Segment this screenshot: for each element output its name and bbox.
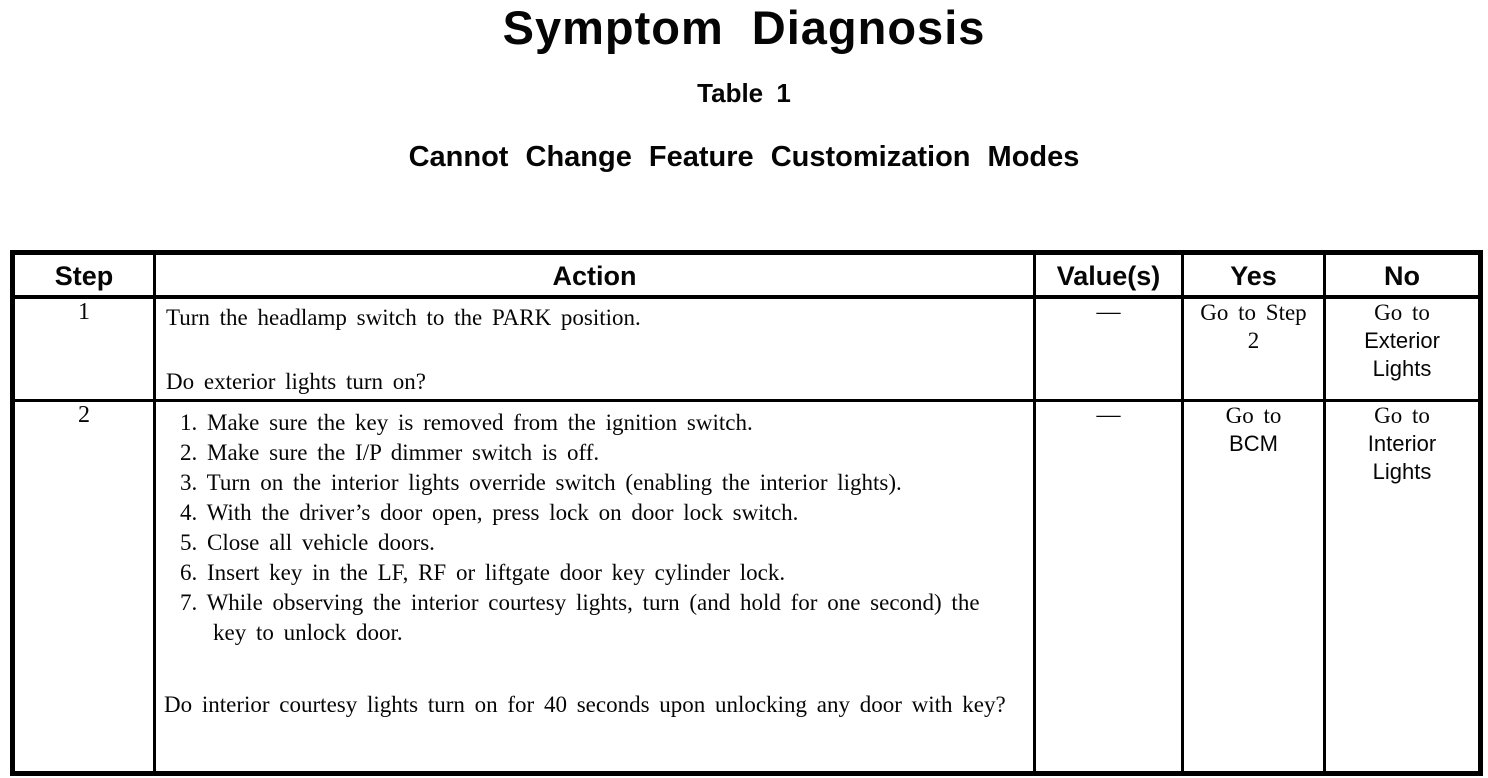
table-row: 1 Turn the headlamp switch to the PARK p… [11, 295, 1482, 402]
symptom-diagnosis-table: Step Action Value(s) Yes No 1 Turn the h… [10, 250, 1483, 776]
action-list-item: 6. Insert key in the LF, RF or liftgate … [180, 560, 786, 585]
yes-goto-target: 2 [1247, 328, 1260, 353]
no-goto-target: Lights [1372, 459, 1432, 484]
action-list-item: 2. Make sure the I/P dimmer switch is of… [180, 440, 600, 465]
no-cell: Go to Interior Lights [1323, 399, 1482, 775]
action-question: Do interior courtesy lights turn on for … [164, 692, 1006, 717]
table-row: 2 1. Make sure the key is removed from t… [11, 399, 1482, 775]
values-cell: — [1033, 295, 1184, 402]
step-number: 2 [11, 399, 156, 775]
no-goto-line: Go to [1374, 300, 1430, 325]
no-goto-target: Lights [1372, 356, 1432, 381]
yes-goto-line: Go to Step [1200, 300, 1307, 325]
action-list-item: 7. While observing the interior courtesy… [180, 590, 980, 645]
column-header-values: Value(s) [1033, 251, 1184, 299]
action-list-item: 5. Close all vehicle doors. [180, 530, 435, 555]
action-list-item: 1. Make sure the key is removed from the… [180, 410, 753, 435]
yes-cell: Go to BCM [1181, 399, 1326, 775]
no-goto-line: Go to [1374, 403, 1430, 428]
action-cell: 1. Make sure the key is removed from the… [153, 399, 1036, 775]
action-cell: Turn the headlamp switch to the PARK pos… [153, 295, 1036, 402]
page-title: Symptom Diagnosis [502, 1, 986, 54]
no-cell: Go to Exterior Lights [1323, 295, 1482, 402]
column-header-no: No [1323, 251, 1482, 299]
column-header-step: Step [11, 251, 156, 299]
table-subtitle: Cannot Change Feature Customization Mode… [408, 141, 1080, 173]
column-header-action: Action [153, 251, 1036, 299]
no-goto-target: Exterior [1364, 328, 1440, 353]
action-question: Do exterior lights turn on? [166, 369, 427, 394]
action-list-item: 4. With the driver’s door open, press lo… [180, 500, 799, 525]
column-header-yes: Yes [1181, 251, 1326, 299]
step-number: 1 [11, 295, 156, 402]
action-instruction: Turn the headlamp switch to the PARK pos… [166, 305, 641, 330]
yes-cell: Go to Step 2 [1181, 295, 1326, 402]
yes-goto-target: BCM [1229, 431, 1278, 456]
no-goto-target: Interior [1367, 431, 1437, 456]
action-numbered-list: 1. Make sure the key is removed from the… [164, 408, 1019, 648]
yes-goto-line: Go to [1225, 403, 1282, 428]
action-list-item: 3. Turn on the interior lights override … [180, 470, 902, 495]
table-header-row: Step Action Value(s) Yes No [11, 251, 1482, 299]
table-label: Table 1 [697, 78, 791, 108]
values-cell: — [1033, 399, 1184, 775]
